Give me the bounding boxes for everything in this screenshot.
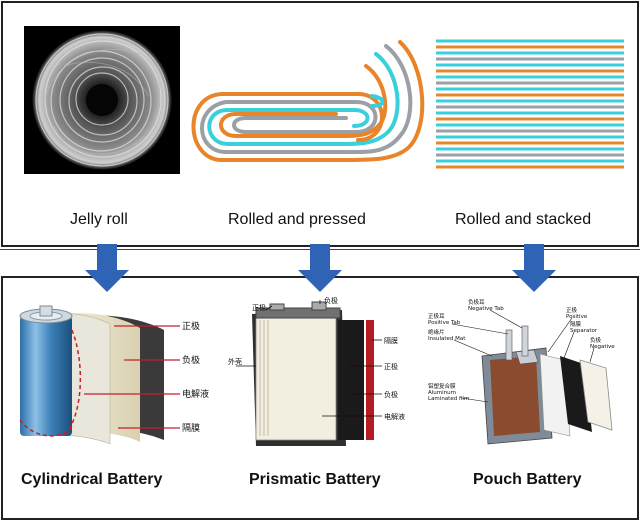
- pouch-label-negative: Negative: [590, 344, 615, 350]
- jelly-roll-label: Jelly roll: [70, 211, 128, 228]
- pouch-label-insulated-mat: Insulated Mat: [428, 336, 466, 342]
- prismatic-label-positive: 正极: [384, 362, 398, 371]
- pouch-battery-image: 负极耳 Negative Tab 正极耳 Positive Tab 正极 Pos…: [428, 298, 615, 445]
- pouch-label-negative-tab-cn: 负极耳: [468, 298, 485, 306]
- pouch-label-positive: Positive: [566, 314, 588, 320]
- prismatic-label-top-negative: 负极: [324, 296, 338, 305]
- prismatic-label-casing: 外壳: [228, 357, 242, 366]
- rolled-stacked-label: Rolled and stacked: [455, 211, 592, 228]
- pouch-label-insulated-mat-cn: 绝缘片: [428, 328, 445, 336]
- rolled-pressed-label: Rolled and pressed: [228, 211, 366, 228]
- prismatic-label-top-positive: 正极: [252, 303, 266, 312]
- arrow-down-icon: [85, 244, 129, 292]
- arrow-down-icon: [512, 244, 556, 292]
- prismatic-label-electrolyte: 电解液: [384, 412, 405, 421]
- pouch-label-separator: Separator: [570, 328, 598, 334]
- pouch-battery-title: Pouch Battery: [473, 471, 582, 488]
- cylindrical-battery-title: Cylindrical Battery: [21, 471, 163, 488]
- cylindrical-battery-image: 正极 负极 电解液 隔膜: [19, 305, 209, 445]
- cylindrical-label-negative: 负极: [182, 354, 200, 366]
- arrow-down-icon: [298, 244, 342, 292]
- pouch-label-positive-cn: 正极: [566, 306, 578, 314]
- prismatic-battery-image: 正极 负极 外壳 隔膜 正极 负极 电解液: [228, 296, 405, 446]
- rolled-stacked-image: [436, 39, 624, 169]
- prismatic-battery-title: Prismatic Battery: [249, 471, 381, 488]
- cylindrical-label-separator: 隔膜: [182, 423, 200, 434]
- cylindrical-label-positive: 正极: [182, 320, 200, 332]
- pouch-label-laminated-film-2: Laminated film: [428, 396, 469, 402]
- prismatic-label-negative: 负极: [384, 390, 398, 399]
- pouch-label-separator-cn: 隔膜: [570, 320, 582, 328]
- pouch-label-positive-tab: Positive Tab: [428, 320, 461, 326]
- pouch-label-positive-tab-cn: 正极耳: [428, 312, 445, 320]
- pouch-label-laminated-film-1: Aluminum: [428, 390, 456, 396]
- jelly-roll-image: [24, 26, 180, 174]
- cylindrical-label-electrolyte: 电解液: [182, 388, 209, 400]
- prismatic-label-separator: 隔膜: [384, 336, 398, 345]
- pouch-label-laminated-film-cn: 铝塑复合膜: [428, 382, 456, 390]
- rolled-pressed-image: [191, 40, 425, 162]
- pouch-label-negative-cn: 负极: [590, 336, 602, 344]
- pouch-label-negative-tab: Negative Tab: [468, 306, 504, 312]
